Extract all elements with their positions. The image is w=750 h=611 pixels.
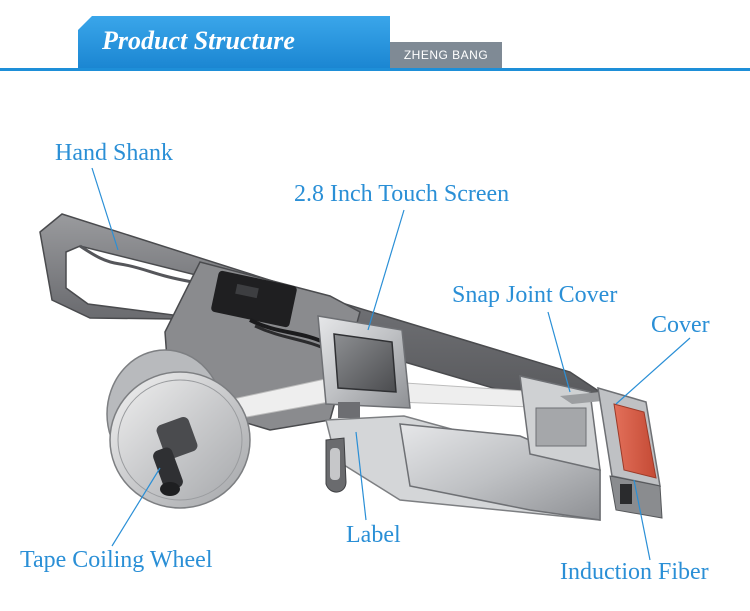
header-divider bbox=[0, 68, 750, 71]
callout-label: Label bbox=[346, 522, 401, 548]
tape-coiling-wheel bbox=[106, 349, 251, 509]
callout-touch-screen: 2.8 Inch Touch Screen bbox=[294, 181, 510, 207]
callout-snap-joint-cover: Snap Joint Cover bbox=[452, 282, 618, 308]
callout-tape-coiling-wheel: Tape Coiling Wheel bbox=[20, 547, 213, 573]
callout-cover: Cover bbox=[651, 312, 710, 338]
page-title: Product Structure bbox=[102, 26, 295, 55]
callout-leaders bbox=[91, 167, 691, 561]
header-banner: Product Structure ZHENG BANG bbox=[0, 0, 750, 80]
cover-assembly bbox=[597, 386, 663, 519]
callout-induction-fiber: Induction Fiber bbox=[560, 559, 709, 585]
touch-screen bbox=[317, 315, 411, 418]
snap-joint-assembly bbox=[519, 375, 612, 471]
callout-hand-shank: Hand Shank bbox=[55, 140, 173, 166]
title-tab bbox=[78, 16, 390, 68]
brand-label: ZHENG BANG bbox=[403, 48, 489, 62]
lower-body bbox=[325, 415, 601, 521]
brand-tab bbox=[390, 42, 502, 68]
